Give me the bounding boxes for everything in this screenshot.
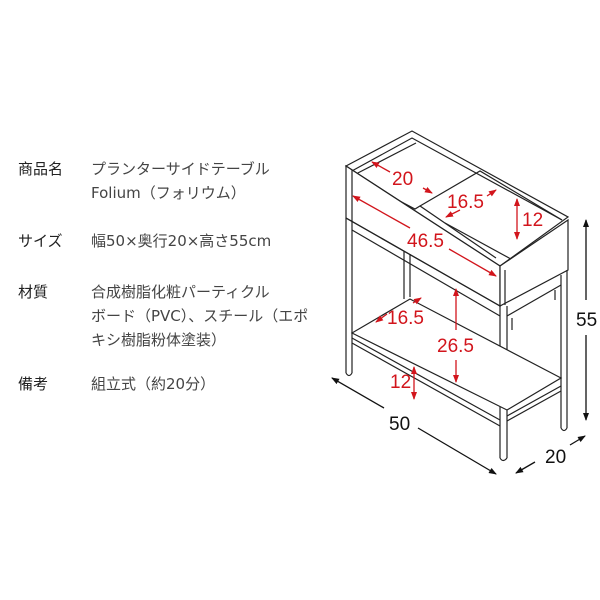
dim-depth: 20 [545, 447, 566, 468]
table-outline [344, 130, 570, 462]
dim-shelf-depth: 16.5 [387, 308, 424, 329]
dim-arrow [569, 435, 586, 446]
outer-dimensions [331, 219, 589, 475]
spec-value-line: ボード（PVC）、スチール（エポ [91, 307, 309, 325]
dim-arrow [417, 427, 497, 475]
dim-arrow [352, 195, 411, 229]
spec-value-line: プランターサイドテーブル [91, 160, 270, 178]
dim-arrow [412, 297, 422, 305]
dim-top-depth: 20 [392, 169, 413, 190]
dim-arrow [445, 209, 461, 218]
inner-dimensions [352, 161, 520, 400]
dim-arrow [331, 377, 385, 409]
spec-value-line: 組立式（約20分） [91, 375, 216, 393]
outer-dimension-labels: 50 20 55 [389, 310, 597, 468]
spec-value-line: キシ樹脂粉体塗装） [91, 331, 227, 349]
spec-value: 幅50×奥行20×高さ55cm [91, 229, 321, 253]
spec-value-line: Folium（フォリウム） [91, 184, 246, 202]
dim-arrow [448, 248, 497, 277]
dim-arrow [486, 189, 497, 197]
dim-planter-height: 12 [522, 210, 543, 231]
spec-label: 材質 [18, 283, 49, 301]
spec-value-line: 合成樹脂化粧パーティクル [91, 283, 270, 301]
spec-label: サイズ [18, 232, 63, 250]
spec-value: 合成樹脂化粧パーティクル ボード（PVC）、スチール（エポ キシ樹脂粉体塗装） [91, 280, 321, 352]
dim-shelf-height: 12 [390, 372, 411, 393]
spec-label: 備考 [18, 375, 49, 393]
spec-value: 組立式（約20分） [91, 372, 321, 396]
dim-shelf-clearance: 26.5 [437, 336, 474, 357]
spec-value: プランターサイドテーブル Folium（フォリウム） [91, 157, 321, 205]
dim-arrow [515, 461, 536, 474]
dim-arrow [422, 186, 433, 194]
inner-dimension-labels: 20 16.5 12 46.5 16.5 26.5 12 [387, 169, 543, 393]
dim-width: 50 [389, 414, 410, 435]
dim-planter-depth: 16.5 [447, 192, 484, 213]
dim-height: 55 [576, 310, 597, 331]
spec-value-line: 幅50×奥行20×高さ55cm [91, 232, 272, 250]
dim-arrow [371, 161, 391, 173]
spec-label: 商品名 [18, 160, 64, 178]
dim-inner-width: 46.5 [407, 231, 444, 252]
dim-arrow [375, 313, 388, 323]
